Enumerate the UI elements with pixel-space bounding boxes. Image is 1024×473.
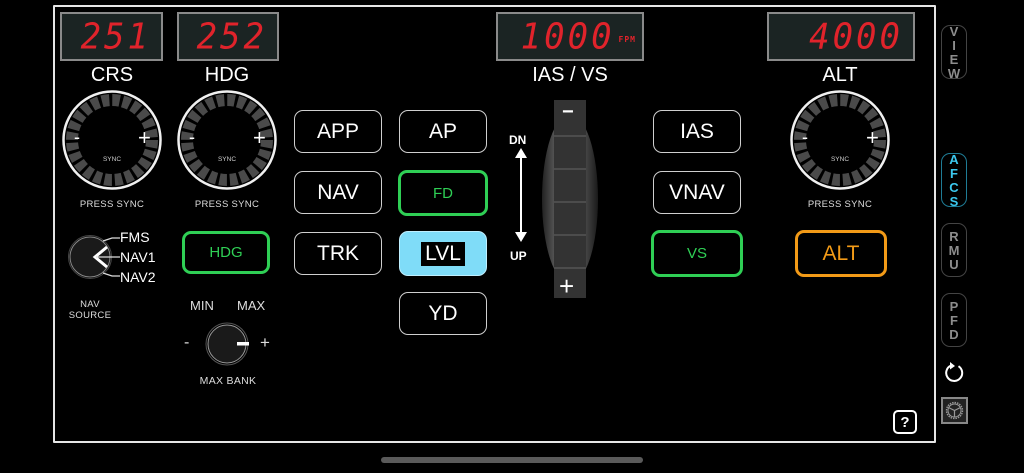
- trk-button-label: TRK: [317, 241, 359, 265]
- fd-button[interactable]: FD: [398, 170, 488, 216]
- vs-button-label: VS: [686, 245, 707, 262]
- hdg-label: HDG: [204, 64, 250, 86]
- max-bank-label: MAX BANK: [199, 375, 257, 387]
- vs-value: 1000: [520, 15, 615, 58]
- nav-source-label-1: NAV: [80, 299, 100, 310]
- knob-plus: +: [253, 125, 266, 150]
- vnav-button-label: VNAV: [669, 180, 725, 204]
- crs-knob[interactable]: - + SYNC: [62, 90, 162, 190]
- app-button-label: APP: [316, 119, 360, 143]
- yd-button-label: YD: [428, 301, 458, 325]
- knob-ring-icon: [62, 90, 162, 190]
- afcs-panel: [53, 5, 936, 443]
- alt-button-label: ALT: [822, 241, 860, 265]
- nav-button-label: NAV: [317, 180, 359, 204]
- knob-minus: -: [74, 127, 80, 147]
- lvl-button[interactable]: LVL: [399, 231, 487, 276]
- nav-source-selector[interactable]: FMS NAV1 NAV2: [66, 228, 166, 285]
- ias-button[interactable]: IAS: [653, 110, 741, 153]
- knob-sync: SYNC: [102, 156, 122, 163]
- nav-source-knob-icon: [68, 235, 120, 279]
- hdg-button[interactable]: HDG: [182, 231, 270, 274]
- vs-display: 1000 FPM: [496, 12, 644, 61]
- nav-button[interactable]: NAV: [294, 171, 382, 214]
- ias-button-label: IAS: [680, 119, 714, 143]
- wheel-plus: +: [559, 271, 575, 301]
- help-button[interactable]: ?: [893, 410, 917, 434]
- vs-button[interactable]: VS: [651, 230, 743, 277]
- vs-unit: FPM: [618, 35, 636, 44]
- sidebar-item-afcs[interactable]: AFCS: [941, 152, 967, 208]
- alt-value: 4000: [809, 15, 903, 58]
- trk-button[interactable]: TRK: [294, 232, 382, 275]
- max-bank-minus: -: [184, 334, 190, 351]
- sidebar-item-view[interactable]: VIEW: [941, 24, 967, 80]
- yd-button[interactable]: YD: [399, 292, 487, 335]
- max-bank-plus: +: [260, 333, 270, 352]
- steering-gear-icon: [945, 401, 964, 420]
- sidebar-item-label: AFCS: [946, 152, 962, 208]
- sidebar-item-label: RMU: [946, 229, 962, 271]
- pitch-wheel-icon: [542, 100, 598, 298]
- nav-source-label-2: SOURCE: [68, 310, 112, 321]
- dn-up-arrow-icon: [514, 148, 528, 247]
- wheel-minus: −: [562, 101, 574, 123]
- nav-source-nav2[interactable]: NAV2: [120, 269, 156, 285]
- ap-button[interactable]: AP: [399, 110, 487, 153]
- alt-display: 4000: [767, 12, 915, 61]
- sidebar-item-label: VIEW: [946, 24, 962, 80]
- knob-minus: -: [189, 127, 195, 147]
- vnav-button[interactable]: VNAV: [653, 171, 741, 214]
- refresh-icon[interactable]: [942, 361, 966, 390]
- nav-source-fms[interactable]: FMS: [120, 229, 150, 245]
- knob-sync: SYNC: [217, 156, 237, 163]
- home-indicator[interactable]: [381, 457, 643, 463]
- vs-pitch-wheel[interactable]: − +: [540, 100, 600, 301]
- crs-display: 251: [60, 12, 163, 61]
- max-bank-knob[interactable]: [204, 320, 252, 368]
- knob-minus: -: [802, 127, 808, 147]
- up-label: UP: [510, 249, 527, 263]
- sidebar-item-rmu[interactable]: RMU: [941, 223, 967, 277]
- hdg-press-sync: PRESS SYNC: [194, 199, 260, 210]
- max-bank-max-label[interactable]: MAX: [237, 298, 266, 313]
- ap-button-label: AP: [428, 119, 457, 143]
- alt-label: ALT: [822, 64, 858, 86]
- knob-plus: +: [138, 125, 151, 150]
- alt-knob[interactable]: - + SYNC: [790, 90, 890, 190]
- knob-sync: SYNC: [830, 156, 850, 163]
- help-icon: ?: [900, 413, 910, 431]
- crs-label: CRS: [90, 64, 134, 86]
- sidebar-item-label: PFD: [946, 299, 962, 341]
- crs-value: 251: [80, 15, 151, 58]
- fd-button-label: FD: [433, 184, 453, 202]
- settings-button[interactable]: [941, 397, 968, 424]
- dn-label: DN: [509, 133, 527, 147]
- hdg-button-label: HDG: [209, 244, 243, 261]
- lvl-button-label: LVL: [421, 241, 465, 266]
- ias-vs-label: IAS / VS: [532, 64, 608, 86]
- knob-ring-icon: [790, 90, 890, 190]
- hdg-display: 252: [177, 12, 279, 61]
- crs-press-sync: PRESS SYNC: [79, 199, 145, 210]
- sidebar-item-pfd[interactable]: PFD: [941, 293, 967, 347]
- max-bank-min-label[interactable]: MIN: [190, 298, 214, 313]
- hdg-knob[interactable]: - + SYNC: [177, 90, 277, 190]
- nav-source-nav1[interactable]: NAV1: [120, 249, 156, 265]
- alt-button[interactable]: ALT: [795, 230, 887, 277]
- app-button[interactable]: APP: [294, 110, 382, 153]
- max-bank-knob-icon: [205, 322, 249, 366]
- knob-plus: +: [866, 125, 879, 150]
- knob-ring-icon: [177, 90, 277, 190]
- alt-press-sync: PRESS SYNC: [807, 199, 873, 210]
- hdg-value: 252: [196, 15, 267, 58]
